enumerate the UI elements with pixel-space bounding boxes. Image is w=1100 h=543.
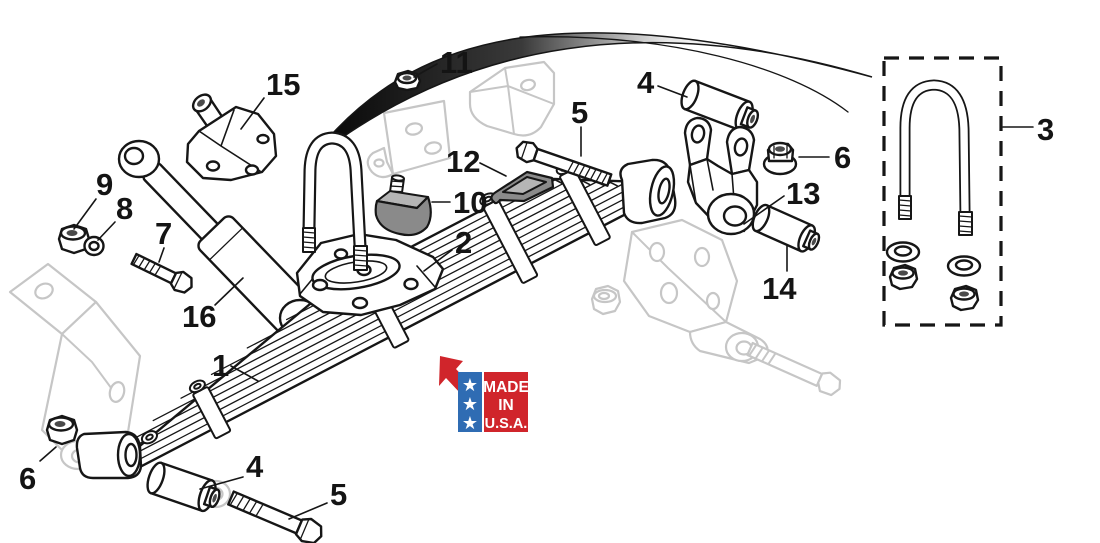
nut-small: [393, 69, 422, 92]
bolt-front: [227, 490, 323, 543]
callout-16: 16: [182, 299, 216, 334]
callout-9: 9: [96, 167, 113, 202]
callout-4-lower: 4: [246, 449, 264, 484]
callout-6-lower: 6: [19, 461, 36, 496]
shackle: [683, 116, 759, 236]
callout-3: 3: [1037, 112, 1054, 147]
u-bolt-kit: [882, 56, 1003, 327]
callout-11: 11: [440, 45, 473, 80]
badge-line-2: IN: [498, 397, 514, 414]
bolt-shackle-upper: [515, 140, 613, 187]
spring-clip: [479, 192, 539, 284]
callout-14: 14: [762, 271, 797, 306]
flange-nut-upper: [762, 141, 798, 176]
ghost-rear-hanger-bracket: [622, 218, 769, 365]
kit-dashed-box: [882, 56, 1003, 327]
flange-nut-front: [45, 414, 79, 446]
badge-text-panel: [484, 372, 528, 432]
sway-bar: [331, 32, 873, 140]
callout-5-lower: 5: [330, 477, 347, 512]
bolt-shock: [130, 252, 193, 294]
callout-numbers: 1 2 3 4 4 5 5 6 6 7 8 9 10 11 12 13 14 1…: [19, 45, 1054, 512]
callout-13: 13: [786, 176, 820, 211]
leaf-spring: [75, 158, 677, 480]
spring-clip: [188, 379, 232, 440]
callout-15: 15: [266, 67, 300, 102]
callout-12: 12: [446, 144, 480, 179]
badge-line-1: MADE: [483, 379, 529, 396]
spring-plate: [295, 232, 445, 317]
made-in-usa-badge: ★ ★ ★ MADE IN U.S.A.: [439, 356, 529, 434]
spring-clamp: [490, 170, 555, 205]
bump-stop: [374, 174, 432, 237]
callout-7: 7: [155, 216, 172, 251]
callout-6-upper: 6: [834, 140, 851, 175]
bushing-lower-shackle: [751, 203, 821, 253]
bushing-upper: [680, 79, 760, 132]
bushing-front: [146, 461, 221, 513]
callout-4-upper: 4: [637, 65, 655, 100]
ghost-saddle-bracket: [468, 60, 556, 137]
ghost-nut: [590, 284, 622, 316]
callout-8: 8: [116, 191, 133, 226]
callout-2: 2: [455, 225, 472, 260]
badge-line-3: U.S.A.: [485, 416, 528, 432]
shock-mount-bracket: [185, 93, 278, 182]
ghost-bolt: [746, 341, 842, 397]
star-icon: ★: [462, 375, 478, 396]
ghost-mid-bracket: [366, 99, 452, 179]
star-icon: ★: [462, 394, 478, 415]
callout-5-upper: 5: [571, 95, 588, 130]
u-bolt: [302, 131, 368, 271]
badge-stars-panel: [458, 372, 482, 432]
callout-1: 1: [212, 348, 229, 383]
callout-leaders: [39, 63, 1034, 520]
star-icon: ★: [462, 413, 478, 434]
washer-shock: [83, 235, 105, 257]
callout-10: 10: [453, 185, 487, 220]
